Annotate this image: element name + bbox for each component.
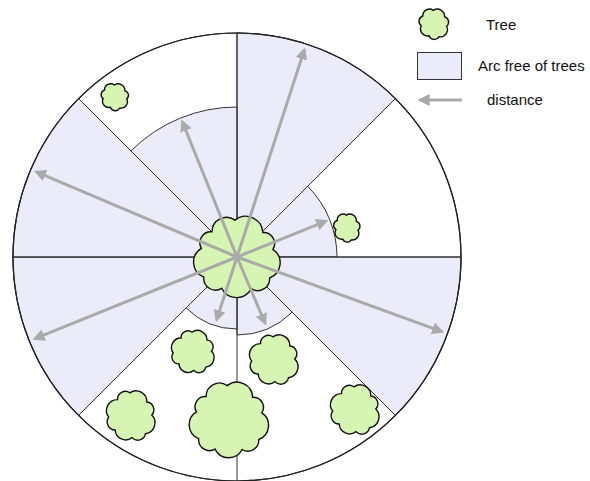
tree	[101, 84, 128, 111]
tree-free-arc	[13, 99, 237, 257]
legend-label: distance	[487, 91, 543, 109]
distance-arrow	[237, 221, 326, 257]
distance-arrow	[237, 257, 442, 332]
tree	[250, 335, 299, 384]
distance-arrow	[237, 257, 265, 323]
sector-lines	[13, 33, 461, 481]
legend-icons	[420, 100, 462, 101]
legend-tree-icon	[419, 9, 449, 39]
legend-swatch	[417, 52, 462, 80]
tree	[171, 330, 214, 372]
legend-arrow	[420, 99, 462, 102]
distance-arrow	[237, 50, 304, 257]
distance-arrow	[182, 122, 237, 257]
plot-boundary	[13, 33, 461, 481]
tree	[189, 382, 268, 458]
tree	[331, 385, 380, 434]
tree	[334, 214, 360, 242]
plot-circle	[13, 33, 461, 481]
legend-label: Arc free of trees	[478, 57, 585, 75]
tree	[106, 391, 155, 440]
tree-free-arc	[237, 33, 395, 257]
distance-arrow	[35, 257, 237, 339]
distance-arrow	[217, 257, 237, 320]
legend-label: Tree	[486, 16, 516, 34]
trees	[101, 9, 448, 458]
plot-outline	[13, 33, 461, 481]
distance-arrows	[35, 50, 442, 339]
